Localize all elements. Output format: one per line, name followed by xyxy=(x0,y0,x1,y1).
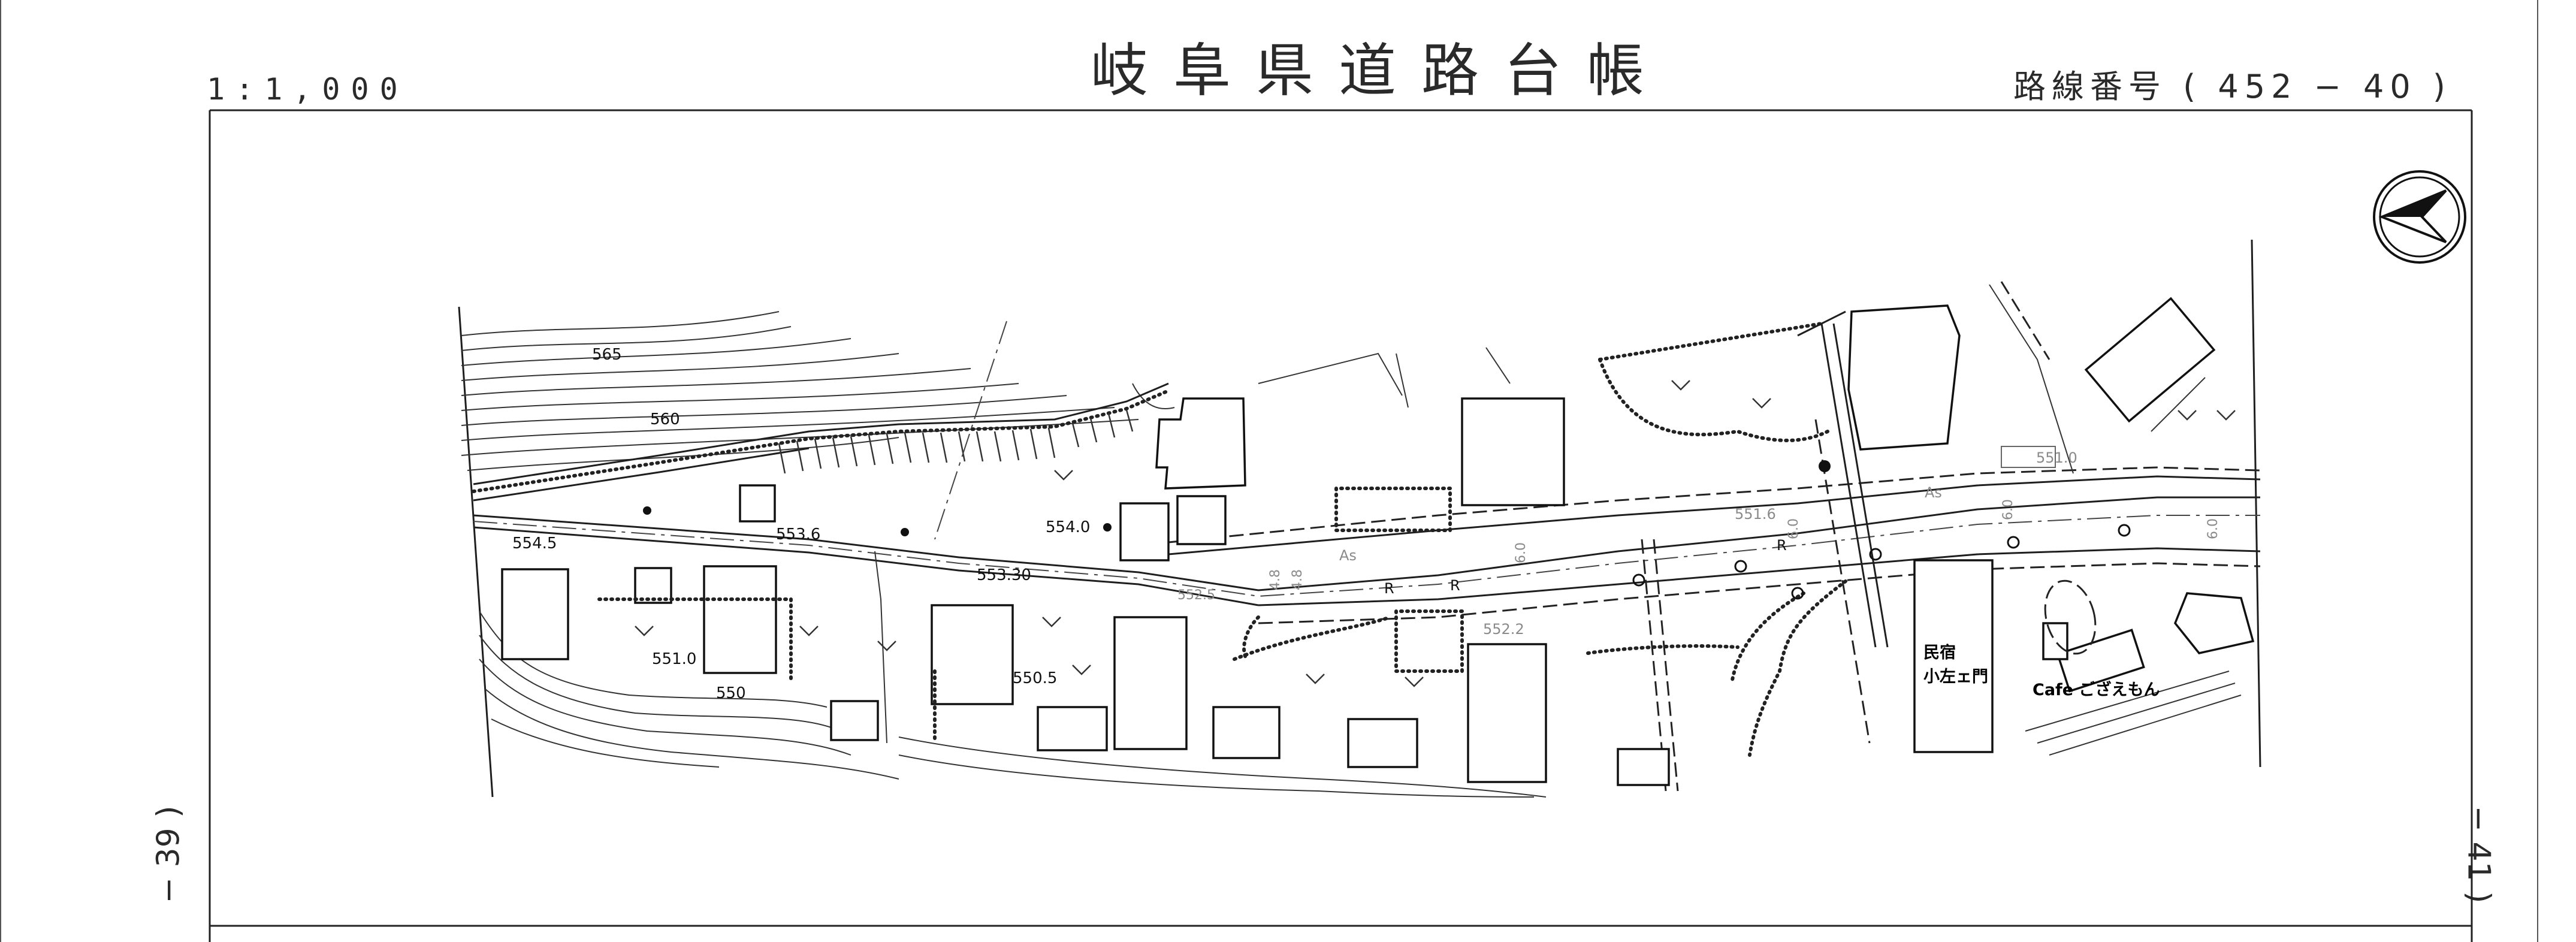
width-dimensions: 4.8 4.8 6.0 6.0 6.0 6.0 xyxy=(1268,499,2221,590)
hedges xyxy=(1233,310,1847,757)
slope-hatching xyxy=(778,409,1134,474)
width-label: 6.0 xyxy=(2206,518,2221,539)
north-arrow-icon xyxy=(2373,170,2466,264)
lot-lines xyxy=(597,281,2242,756)
width-label: 4.8 xyxy=(1268,569,1283,590)
contour-label: 550 xyxy=(716,684,746,702)
elevation-label: 551.6 xyxy=(1735,506,1776,523)
document-title: 岐阜県道路台帳 xyxy=(1091,37,1669,104)
utility-marks xyxy=(643,460,2131,600)
elevation-label: 552.2 xyxy=(1483,621,1524,638)
contour-label: 560 xyxy=(650,410,680,428)
elevation-label: 553.6 xyxy=(776,526,820,544)
route-number-label: 路線番号 ( 452 − 40 ) xyxy=(2013,68,2451,105)
surface-label: As xyxy=(1925,484,1942,501)
road-mark: R xyxy=(1384,580,1394,597)
scale-label: 1:1,000 xyxy=(207,72,409,107)
elevation-label: 552.5 xyxy=(1177,588,1215,603)
road-mark: R xyxy=(1450,577,1460,594)
road-marks: R R R xyxy=(1384,537,1787,597)
contour-label: 565 xyxy=(592,346,622,364)
width-label: 4.8 xyxy=(1290,569,1305,590)
power-line xyxy=(934,321,1007,540)
road-mark: R xyxy=(1777,537,1787,554)
width-label: 6.0 xyxy=(2001,499,2016,520)
lower-contours xyxy=(479,611,1547,798)
bridge-structure xyxy=(1641,323,1889,792)
cafe-label: Cafe ござえもん xyxy=(2033,680,2160,699)
elevation-label: 554.0 xyxy=(1046,518,1090,536)
buildings xyxy=(501,297,2255,786)
map-extent xyxy=(458,239,2261,798)
place-labels: 民宿 小左ェ門 Cafe ござえもん xyxy=(1923,643,2160,699)
contour-lines xyxy=(461,311,1175,471)
surface-labels: As As xyxy=(1339,484,1942,564)
retaining-wall xyxy=(472,382,1170,502)
width-label: 6.0 xyxy=(1514,542,1529,563)
elevation-label: 554.5 xyxy=(512,535,557,552)
pond-outline xyxy=(2044,579,2097,655)
elevation-label: 551.0 xyxy=(2036,449,2077,466)
contour-labels: 565 560 550 xyxy=(592,346,746,702)
vegetation-symbols xyxy=(635,380,2236,687)
elevation-label: 551.0 xyxy=(652,650,696,668)
elevation-label: 550.5 xyxy=(1013,669,1057,687)
surface-label: As xyxy=(1339,547,1357,564)
road-edges xyxy=(473,466,2261,624)
kozaemon-label: 小左ェ門 xyxy=(1923,668,1988,686)
width-label: 6.0 xyxy=(1786,518,1801,539)
minshuku-label: 民宿 xyxy=(1923,643,1956,662)
spot-elevations: 554.5 553.6 554.0 553.30 552.5 551.0 550… xyxy=(512,449,2077,687)
elevation-label: 553.30 xyxy=(977,566,1031,584)
